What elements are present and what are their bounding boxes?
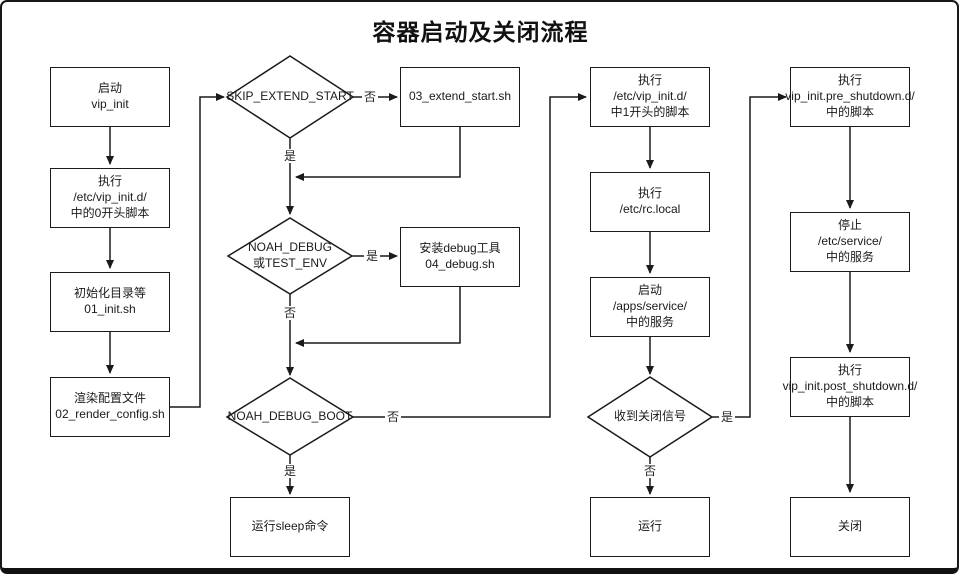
node-pre-shutdown: 执行 vip_init.pre_shutdown.d/ 中的脚本 <box>785 67 915 127</box>
node-post-shutdown: 执行 vip_init.post_shutdown.d/ 中的脚本 <box>783 357 917 417</box>
node-rc-local: 执行 /etc/rc.local <box>590 172 710 232</box>
node-running: 运行 <box>590 497 710 557</box>
node-stop-services: 停止 /etc/service/ 中的服务 <box>790 212 910 272</box>
decision-shutdown-signal-label: 收到关闭信号 <box>613 409 687 424</box>
edge-boot-no <box>353 93 587 418</box>
node-start: 启动 vip_init <box>50 67 170 127</box>
edge-label-skip-yes: 是 <box>281 149 299 163</box>
decision-skip-extend-start-shape <box>225 55 355 139</box>
decision-noah-debug-boot-shape <box>225 377 355 456</box>
node-shutdown: 关闭 <box>790 497 910 557</box>
node-render-config: 渲染配置文件 02_render_config.sh <box>50 377 170 437</box>
decision-noah-debug-shape <box>226 217 354 295</box>
edge-label-signal-yes: 是 <box>718 410 736 424</box>
edge-label-signal-no: 否 <box>641 464 659 478</box>
node-install-debug: 安装debug工具 04_debug.sh <box>400 227 520 287</box>
decision-noah-debug-label: NOAH_DEBUG 或TEST_ENV <box>247 240 333 270</box>
page-title: 容器启动及关闭流程 <box>372 19 589 45</box>
node-exec-one-scripts: 执行 /etc/vip_init.d/ 中1开头的脚本 <box>590 67 710 127</box>
edge-label-boot-no: 否 <box>384 410 402 424</box>
edge-label-boot-yes: 是 <box>281 464 299 478</box>
edge-extendstart-merge <box>295 127 461 181</box>
node-run-sleep: 运行sleep命令 <box>230 497 350 557</box>
node-extend-start: 03_extend_start.sh <box>400 67 520 127</box>
edge-label-debug-yes: 是 <box>363 249 381 263</box>
node-init-dirs: 初始化目录等 01_init.sh <box>50 272 170 332</box>
edge-signal-yes <box>712 93 787 418</box>
edge-installdebug-merge <box>295 287 461 347</box>
edge-render-to-skip-decision <box>170 93 225 408</box>
edge-label-skip-no: 否 <box>361 90 379 104</box>
decision-noah-debug-boot-label: NOAH_DEBUG_BOOT <box>227 409 353 424</box>
decision-shutdown-signal-shape <box>586 376 714 458</box>
node-exec-zero-scripts: 执行 /etc/vip_init.d/ 中的0开头脚本 <box>50 168 170 228</box>
node-start-services: 启动 /apps/service/ 中的服务 <box>590 277 710 337</box>
edge-label-debug-no: 否 <box>281 306 299 320</box>
decision-skip-extend-start-label: SKIP_EXTEND_START <box>226 89 354 104</box>
